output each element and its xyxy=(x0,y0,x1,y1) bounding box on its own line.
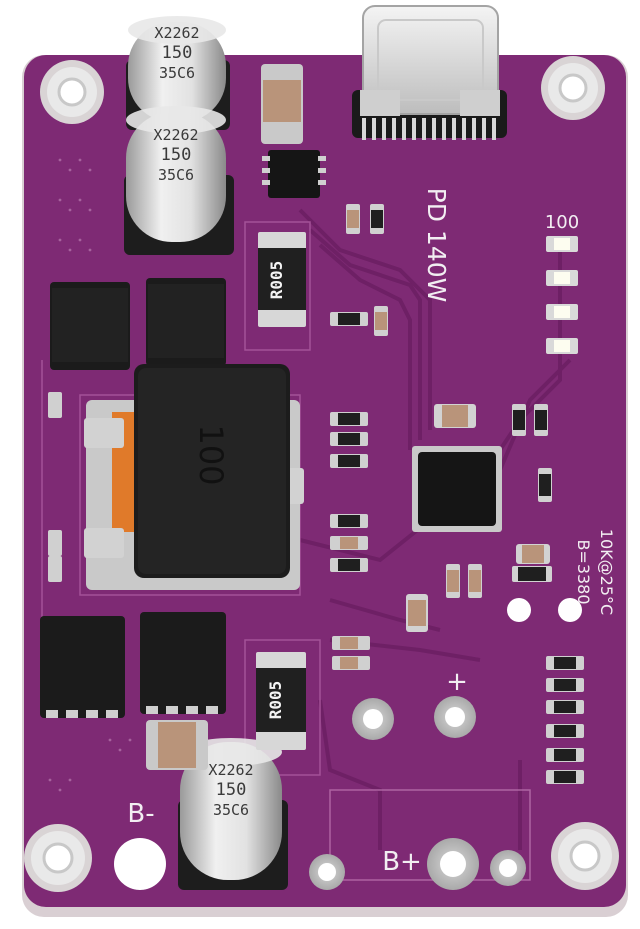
capacitor-2-line2: 150 xyxy=(161,145,192,165)
resistor-top-marking: R005 xyxy=(267,261,286,300)
capacitor-1-line1: X2262 xyxy=(154,24,199,42)
controller-ic xyxy=(412,446,502,532)
mosfet-bottom-right xyxy=(140,612,226,714)
test-pad-left xyxy=(507,598,531,622)
mosfet-top-right xyxy=(146,278,226,366)
power-inductor: 100 xyxy=(84,364,304,590)
capacitor-1-line3: 35C6 xyxy=(159,64,195,82)
ceramic-capacitor-near-ic xyxy=(434,404,476,428)
led-level-label: 100 xyxy=(545,212,579,233)
inductor-marking: 100 xyxy=(192,424,230,485)
terminal-pos-label: B+ xyxy=(382,847,422,877)
mosfet-top-left xyxy=(50,282,130,370)
usb-c-connector xyxy=(352,5,507,140)
smd-capacitor-top xyxy=(261,64,303,144)
capacitor-3-line2: 150 xyxy=(216,780,247,800)
power-rating-label: PD 140W xyxy=(422,188,451,303)
capacitor-3-line1: X2262 xyxy=(208,761,253,779)
smd-components xyxy=(48,204,584,784)
thermistor-resistance-label: 10K@25°C xyxy=(597,529,616,615)
mosfet-bottom-left xyxy=(40,616,125,718)
status-leds xyxy=(546,236,578,354)
resistor-bottom-marking: R005 xyxy=(266,681,285,720)
shunt-resistor-bottom: R005 xyxy=(256,652,306,750)
capacitor-3-line3: 35C6 xyxy=(213,801,249,819)
capacitor-1-line2: 150 xyxy=(162,43,193,63)
ic-chip-small xyxy=(262,150,326,198)
shunt-resistor-top: R005 xyxy=(258,232,306,327)
thermistor-beta-label: B=3380 xyxy=(574,539,593,604)
capacitor-2-line1: X2262 xyxy=(153,126,198,144)
mounting-hole-top-left xyxy=(40,60,104,124)
capacitor-2-line3: 35C6 xyxy=(158,166,194,184)
mounting-hole-bottom-right xyxy=(551,822,619,890)
mounting-hole-top-right xyxy=(541,56,605,120)
test-pad-right xyxy=(558,598,582,622)
terminal-pos-top-label: + xyxy=(446,667,468,697)
electrolytic-capacitor-2: X2262 150 35C6 xyxy=(124,106,234,255)
terminal-neg-label: B- xyxy=(127,799,154,829)
ceramic-capacitor-bottom xyxy=(146,720,208,770)
battery-terminals xyxy=(114,696,526,890)
terminal-neg-pad xyxy=(114,838,166,890)
mounting-hole-bottom-left xyxy=(24,824,92,892)
